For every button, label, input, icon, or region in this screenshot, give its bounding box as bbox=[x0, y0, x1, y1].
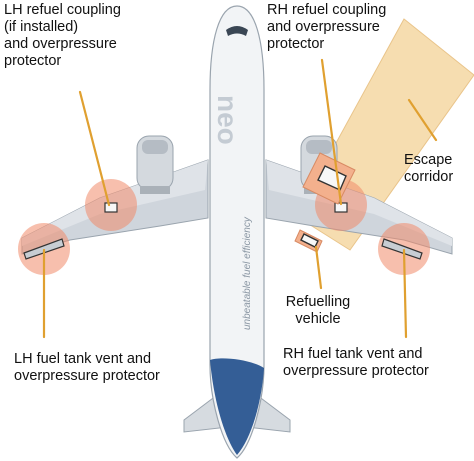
rh-refuel-leader bbox=[320, 58, 343, 206]
escape-corridor-label: Escape corridor bbox=[404, 152, 454, 185]
escape-leader bbox=[407, 98, 438, 142]
rh-vent-label: RH fuel tank vent and overpressure prote… bbox=[283, 346, 429, 379]
lh-refuel-label: LH refuel coupling (if installed) and ov… bbox=[4, 2, 121, 69]
rh-refuel-label: RH refuel coupling and overpressure prot… bbox=[267, 2, 387, 52]
fuselage-slogan: unbeatable fuel efficiency bbox=[242, 216, 253, 330]
cockpit-windows bbox=[226, 26, 248, 36]
left-engine bbox=[136, 135, 174, 194]
rh-vent-leader bbox=[402, 248, 408, 339]
lh-refuel-leader bbox=[78, 90, 111, 207]
rh-vent-panel bbox=[381, 238, 423, 260]
engine-livery-text: neo bbox=[212, 95, 243, 145]
vehicle-leader bbox=[314, 245, 323, 290]
lh-vent-label: LH fuel tank vent and overpressure prote… bbox=[14, 351, 160, 384]
tail-livery bbox=[210, 358, 264, 455]
lh-refuel-panel bbox=[104, 202, 118, 213]
refuelling-vehicle-label: Refuelling vehicle bbox=[285, 294, 351, 327]
fuselage bbox=[209, 5, 265, 459]
